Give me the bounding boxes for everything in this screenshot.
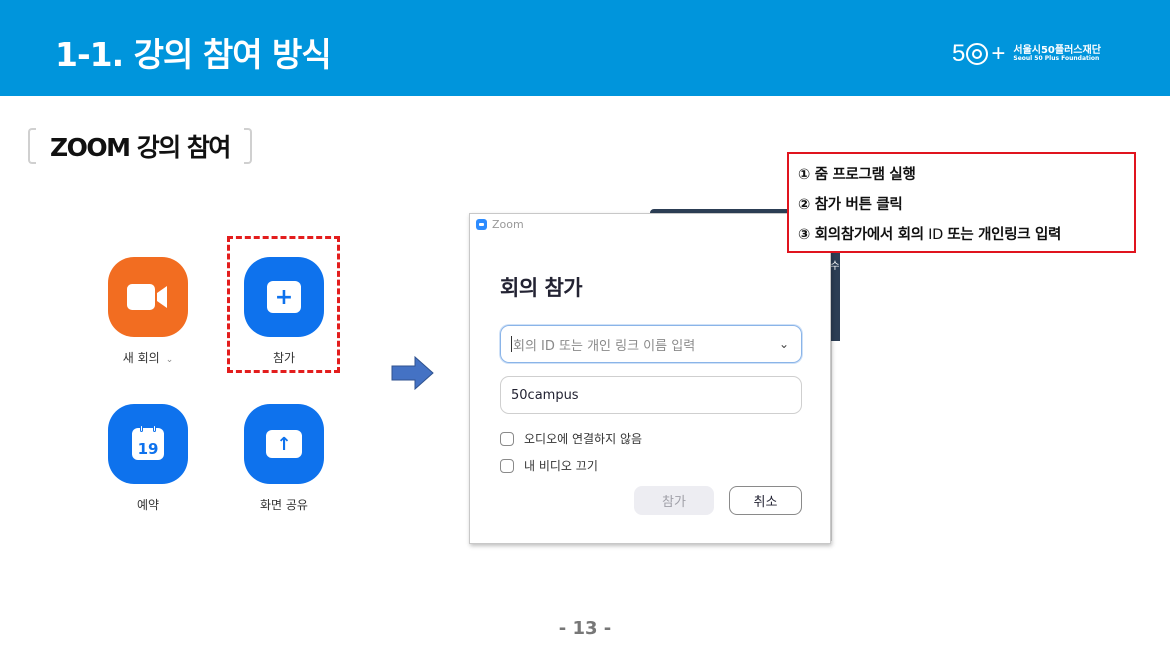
background-window: 수: [650, 209, 840, 549]
section-title: ZOOM 강의 참여: [28, 127, 252, 165]
logo-mark: 5 +: [952, 42, 1005, 66]
logo-digit: 5: [952, 40, 966, 67]
bracket-left: [28, 128, 36, 164]
logo-ring-icon: [966, 43, 989, 65]
calendar-ring: [153, 425, 156, 432]
background-window-border: [830, 341, 832, 541]
checkbox-label: 내 비디오 끄기: [524, 459, 598, 473]
header-bar: 1-1. 강의 참여 방식 5 + 서울시50플러스재단 Seoul 50 Pl…: [0, 0, 1170, 96]
share-screen-button[interactable]: ↑: [244, 404, 324, 484]
logo-name-english: Seoul 50 Plus Foundation: [1013, 55, 1100, 63]
step-text: 회의참가에서 회의: [814, 227, 924, 243]
zoom-logo-icon: [476, 219, 487, 230]
step-number: ③: [798, 227, 810, 243]
tile-share-screen[interactable]: ↑ 화면 공유: [229, 404, 339, 513]
tile-new-meeting[interactable]: 새 회의 ⌄: [93, 257, 203, 366]
video-camera-icon: [127, 284, 167, 310]
tile-join[interactable]: + 참가: [229, 257, 339, 366]
join-meeting-dialog: Zoom 회의 참가 회의 ID 또는 개인 링크 이름 입력 ⌄ 50camp…: [469, 213, 831, 544]
dialog-heading: 회의 참가: [500, 276, 583, 300]
step-item: ② 참가 버튼 클릭: [798, 192, 1134, 222]
checkbox-label: 오디오에 연결하지 않음: [524, 432, 643, 446]
tile-label: 새 회의 ⌄: [123, 349, 173, 366]
page-title: 1-1. 강의 참여 방식: [55, 35, 332, 74]
display-name-input[interactable]: 50campus: [500, 376, 802, 414]
background-window-titlebar: [650, 209, 840, 215]
schedule-label: 예약: [136, 498, 160, 512]
share-screen-up-arrow-icon: ↑: [266, 430, 302, 458]
step-item: ③ 회의참가에서 회의 ID 또는 개인링크 입력: [798, 222, 1134, 252]
calendar-icon: 19: [132, 425, 164, 460]
logo-name-korean: 서울시50플러스재단: [1013, 45, 1101, 57]
logo-text: 서울시50플러스재단 Seoul 50 Plus Foundation: [1013, 45, 1101, 63]
checkbox[interactable]: [500, 458, 514, 473]
join-button[interactable]: +: [244, 257, 324, 337]
step-number: ②: [798, 197, 810, 213]
logo-plus: +: [991, 40, 1006, 67]
chevron-down-icon[interactable]: ⌄: [778, 337, 789, 351]
step-text: 줌 프로그램 실행: [814, 167, 916, 183]
calendar-ring: [140, 425, 143, 432]
checkbox-video-off[interactable]: 내 비디오 끄기: [500, 457, 598, 474]
steps-callout: ① 줌 프로그램 실행 ② 참가 버튼 클릭 ③ 회의참가에서 회의 ID 또는…: [787, 152, 1136, 253]
step-item: ① 줌 프로그램 실행: [798, 162, 1134, 192]
highlight-join-dashed-box: [227, 236, 340, 373]
dialog-titlebar: Zoom: [476, 218, 524, 231]
step-text: 또는 개인링크 입력: [947, 227, 1062, 243]
dialog-cancel-button[interactable]: 취소: [729, 486, 802, 515]
foundation-logo: 5 + 서울시50플러스재단 Seoul 50 Plus Foundation: [952, 42, 1101, 66]
plus-icon: +: [267, 281, 301, 313]
join-label: 참가: [272, 351, 296, 365]
page-number: - 13 -: [558, 618, 612, 639]
step-text-id: ID: [923, 227, 948, 243]
meeting-id-input[interactable]: 회의 ID 또는 개인 링크 이름 입력 ⌄: [500, 325, 802, 363]
background-window-side: 수: [830, 209, 840, 341]
bracket-right: [243, 128, 252, 164]
checkbox-no-audio[interactable]: 오디오에 연결하지 않음: [500, 430, 642, 447]
new-meeting-label: 새 회의: [122, 351, 160, 365]
text-cursor: [511, 336, 512, 352]
section-title-text: ZOOM 강의 참여: [50, 133, 231, 162]
dialog-join-button[interactable]: 참가: [634, 486, 714, 515]
meeting-id-placeholder: 회의 ID 또는 개인 링크 이름 입력: [513, 338, 696, 354]
step-number: ①: [798, 167, 810, 183]
share-screen-label: 화면 공유: [260, 498, 308, 512]
tile-schedule[interactable]: 19 예약: [93, 404, 203, 513]
calendar-day: 19: [137, 440, 159, 458]
new-meeting-button[interactable]: [108, 257, 188, 337]
checkbox[interactable]: [500, 431, 514, 446]
step-text: 참가 버튼 클릭: [814, 197, 903, 213]
right-arrow-icon: [391, 356, 434, 390]
schedule-button[interactable]: 19: [108, 404, 188, 484]
chevron-down-icon[interactable]: ⌄: [165, 355, 174, 365]
dialog-app-name: Zoom: [492, 218, 524, 231]
